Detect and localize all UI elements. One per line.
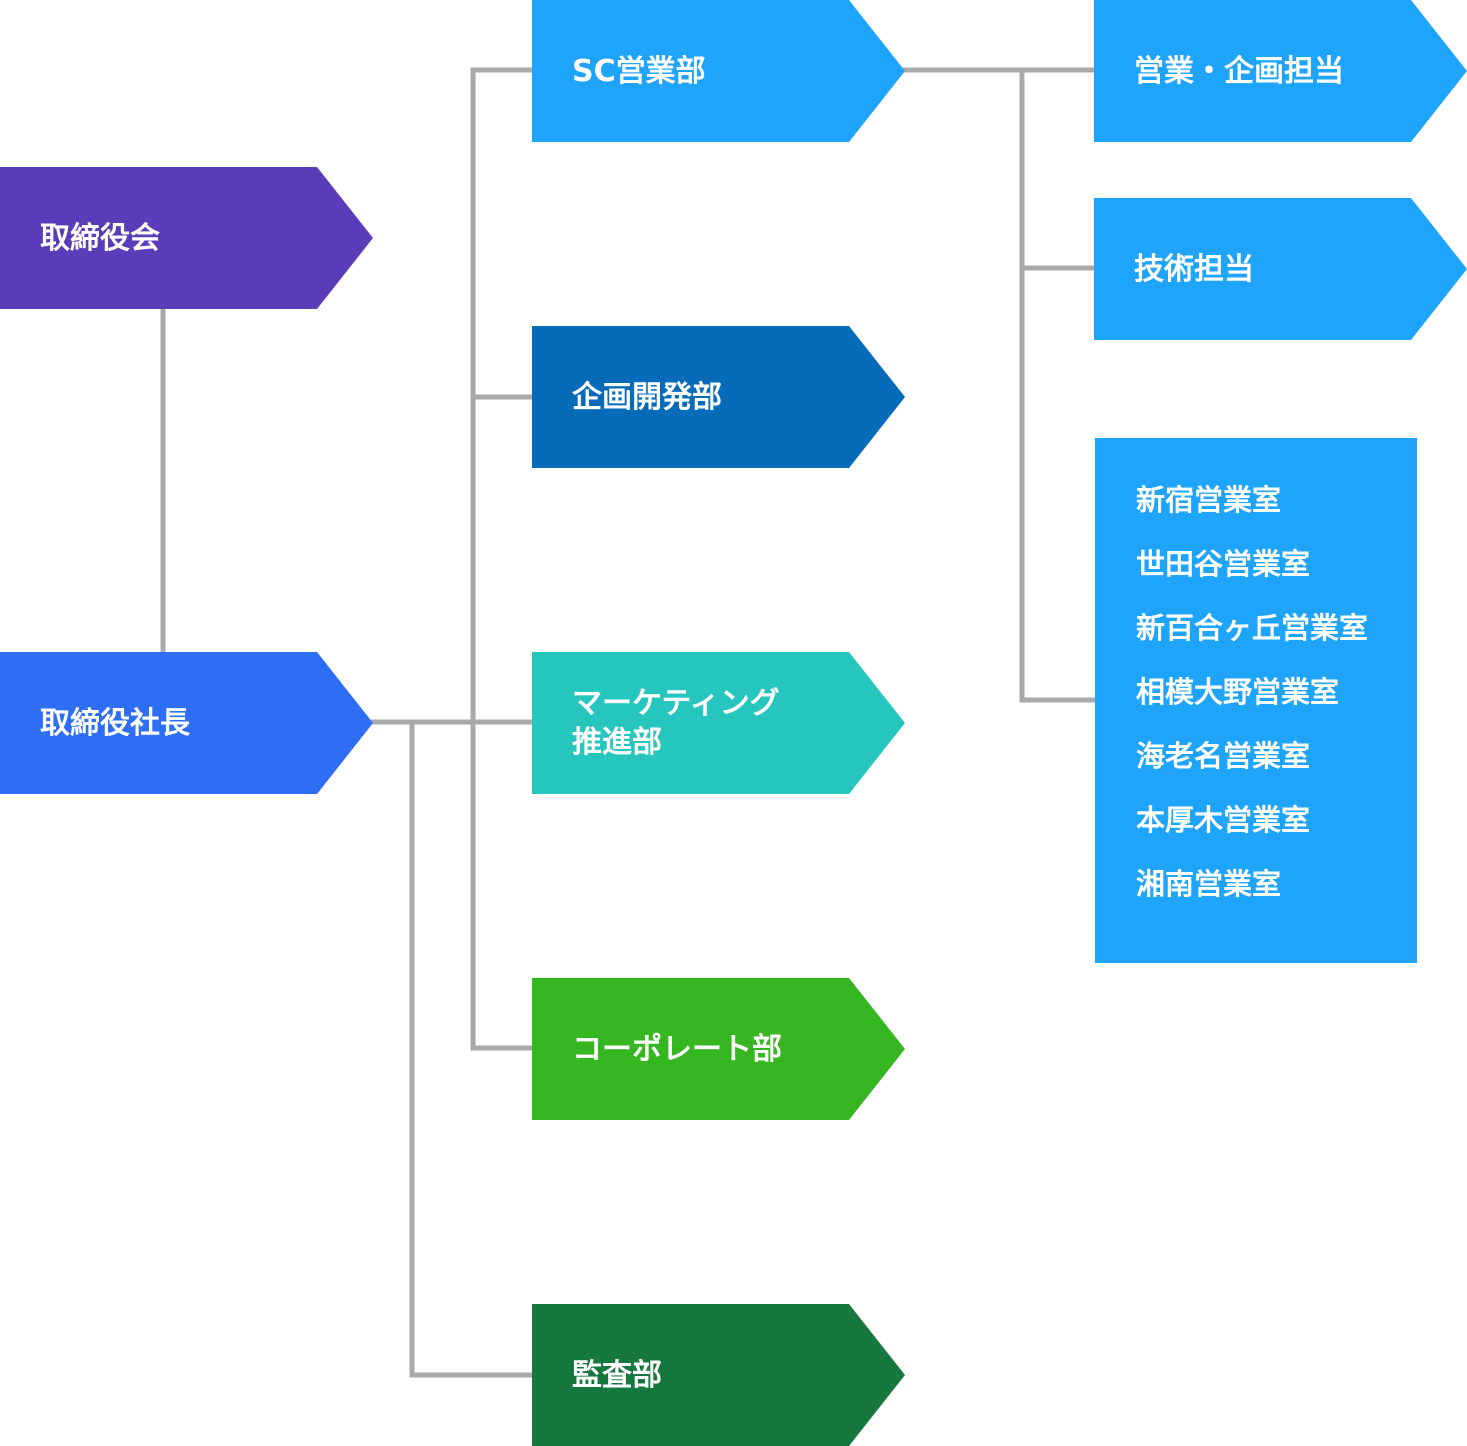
- marketing-dept-label-line2: 推進部: [572, 725, 662, 760]
- corporate-dept-label: コーポレート部: [572, 1031, 782, 1067]
- connector-group: [160, 67, 1095, 1378]
- planning-dev-dept-node: 企画開発部: [532, 326, 905, 468]
- audit-dept-label: 監査部: [572, 1357, 662, 1393]
- sc-sales-dept-node: SC営業部: [532, 0, 905, 142]
- marketing-dept-node: マーケティング 推進部: [532, 652, 905, 794]
- president-node: 取締役社長: [0, 652, 373, 794]
- president-label: 取締役社長: [40, 705, 190, 741]
- sales-office-item: 湘南営業室: [1136, 867, 1282, 901]
- sales-office-item: 相模大野営業室: [1136, 675, 1340, 709]
- sales-office-item: 世田谷営業室: [1136, 547, 1311, 581]
- audit-branch-line: [409, 722, 532, 1378]
- sales-office-item: 新宿営業室: [1136, 483, 1282, 517]
- audit-dept-node: 監査部: [532, 1304, 905, 1446]
- sales-planning-label: 営業・企画担当: [1134, 53, 1344, 89]
- board-label: 取締役会: [40, 220, 160, 256]
- marketing-dept-label-line1: マーケティング: [572, 686, 780, 721]
- technical-label: 技術担当: [1134, 251, 1254, 287]
- sales-offices-list: 新宿営業室 世田谷営業室 新百合ヶ丘営業室 相模大野営業室 海老名営業室 本厚木…: [1095, 438, 1417, 963]
- corporate-dept-node: コーポレート部: [532, 978, 905, 1120]
- planning-dev-dept-label: 企画開発部: [572, 379, 722, 415]
- board-node: 取締役会: [0, 167, 373, 309]
- sc-sub-vertical-line: [1019, 70, 1095, 703]
- sc-sales-dept-label: SC営業部: [572, 53, 706, 89]
- sales-planning-node: 営業・企画担当: [1094, 0, 1467, 142]
- technical-node: 技術担当: [1094, 198, 1467, 340]
- sales-office-item: 新百合ヶ丘営業室: [1136, 611, 1369, 645]
- sales-office-item: 海老名営業室: [1136, 739, 1311, 773]
- dept-bus-line: [470, 67, 532, 1051]
- sales-office-item: 本厚木営業室: [1136, 803, 1311, 837]
